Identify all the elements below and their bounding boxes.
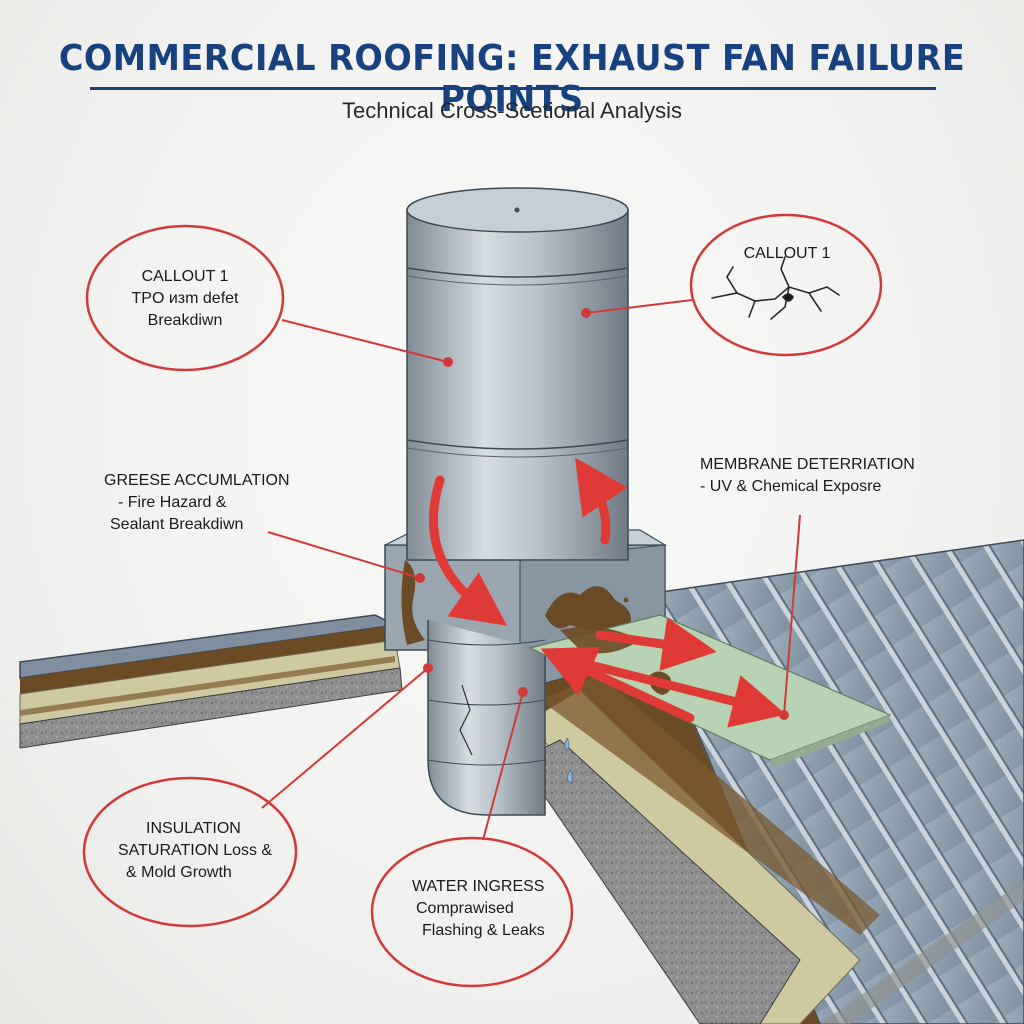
crack-icon [711,256,840,320]
callout-grease-line1: GREESE ACCUMLATION [104,472,290,489]
callout-insulation-line2: SATURATION Loss & [118,842,273,859]
callout-water-label: WATER INGRESS Comprawised Flashing & Lea… [412,876,572,942]
airflow-arrow [429,457,787,728]
right-roof-section [519,539,1024,1024]
callout-tpo-line3: Breakdiwn [147,312,223,329]
page-title: COMMERCIAL ROOFING: EXHAUST FAN FAILURE … [58,38,966,120]
callout-grease-line2: - Fire Hazard & [118,494,227,511]
callout-ring-water [370,836,574,988]
water-drip-icon [564,737,573,784]
leader-grease [267,531,421,579]
callout-membrane-label: MEMBRANE DETERRIATION - UV & Chemical Ex… [700,454,930,498]
membrane-patch [528,614,892,768]
callout-grease-label: GREESE ACCUMLATION - Fire Hazard & Seala… [104,470,324,536]
leader-crack [585,299,693,314]
callout-insulation-label: INSULATION SATURATION Loss & & Mold Grow… [118,818,298,884]
callout-insulation-line1: INSULATION [146,820,241,837]
callout-tpo-line2: TPO изm defet [131,290,239,307]
callout-grease-line3: Sealant Breakdiwn [110,516,244,533]
page-subtitle: Technical Cross-Scetional Analysis [342,98,682,123]
callout-ring-insulation [82,776,298,928]
callout-ring-crack [689,213,883,357]
leader-insulation [261,667,429,809]
callout-crack-line1: CALLOUT 1 [743,245,831,262]
left-roof-section [19,614,403,749]
callout-membrane-line1: MEMBRANE DETERRIATION [700,456,915,473]
title-underline [90,87,936,90]
callout-membrane-line2: - UV & Chemical Exposre [700,478,882,495]
leader-water [482,691,524,841]
callout-water-line2: Comprawised [416,900,514,917]
leader-membrane [783,514,801,716]
callout-tpo-label: CALLOUT 1 TPO изm defet Breakdiwn [105,266,265,332]
callout-water-line1: WATER INGRESS [412,878,545,895]
callout-insulation-line3: & Mold Growth [126,864,232,881]
leader-tpo [281,319,449,363]
callout-water-line3: Flashing & Leaks [422,922,545,939]
callout-crack-label: CALLOUT 1 [712,243,862,265]
callout-tpo-line1: CALLOUT 1 [141,268,229,285]
callout-ring-tpo [85,224,285,372]
